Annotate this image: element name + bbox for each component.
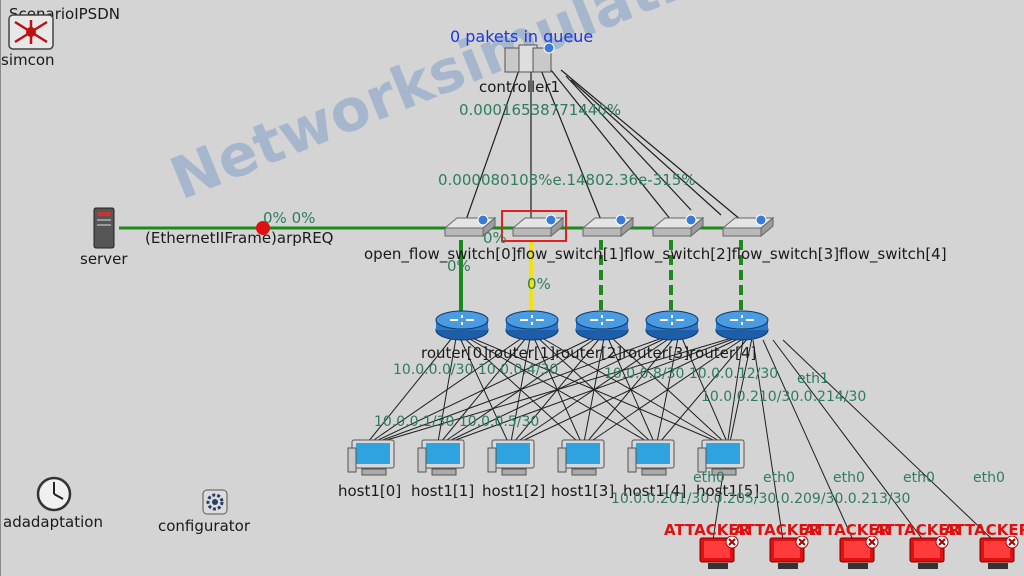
mesh-link-4-1 [449, 337, 737, 443]
server-link-pct: 0% 0% [263, 209, 316, 227]
simcon-label: simcon [1, 51, 55, 69]
router-icon-4[interactable] [714, 310, 770, 346]
switch-labels: open_flow_switch[0]flow_switch[1]flow_sw… [364, 245, 947, 263]
attacker-link-2 [762, 339, 854, 541]
attacker-icon-2[interactable] [836, 535, 882, 576]
host-icon-3[interactable] [556, 438, 612, 482]
switch-icon-0[interactable] [441, 212, 497, 244]
controller-link-0 [465, 69, 520, 221]
switch-icon-1[interactable] [509, 212, 565, 244]
attacker-label-2: ATTACKER [804, 521, 891, 539]
attacker-link-3 [772, 339, 924, 541]
adaptation-clock-icon[interactable] [34, 474, 74, 518]
controller-link-4 [560, 69, 742, 221]
controller-link-label-upper: 0.00016538771440% [459, 101, 622, 119]
controller-server-icon[interactable] [501, 42, 561, 80]
switch-icon-3[interactable] [649, 212, 705, 244]
host-eth-label-1: eth0 [763, 470, 795, 486]
configurator-label: configurator [158, 517, 250, 535]
router-link-label-4: 10.0.0.1/30 10.0.0.5/30 [374, 414, 540, 430]
mesh-link-4-5 [729, 337, 753, 443]
mesh-link-0-0 [367, 337, 453, 443]
switch-pct-a: 0% [483, 229, 507, 247]
router-host-mesh [367, 337, 753, 443]
message-label: (EthernetIIFrame)arpREQ [145, 229, 334, 247]
queue-status: 0 pakets in queue [450, 27, 594, 46]
router-link-label-0: 10.0.0.0/30 10.0.0.4/30 [393, 362, 559, 378]
controller-link-2 [540, 69, 602, 221]
mesh-link-4-2 [519, 337, 741, 443]
host-label-3: host1[3] [551, 482, 615, 500]
router-icon-2[interactable] [574, 310, 630, 346]
mesh-link-4-0 [379, 337, 733, 443]
attacker-icon-3[interactable] [906, 535, 952, 576]
host-ip-labels: 10.0.0.201/30.0.205/30.0.209/30.0.213/30 [611, 491, 911, 507]
attacker-label-1: ATTACKER [734, 521, 821, 539]
switch-pct-b: 0% [447, 257, 471, 275]
router-attacker-links [712, 339, 994, 541]
attacker-label-3: ATTACKER [874, 521, 961, 539]
router-link-label-3: 10.0.0.210/30.0.214/30 [701, 389, 867, 405]
attacker-link-4 [782, 339, 994, 541]
attacker-link-1 [752, 339, 784, 541]
configurator-gear-icon[interactable] [201, 488, 229, 520]
attacker-icon-4[interactable] [976, 535, 1022, 576]
host-icon-5[interactable] [696, 438, 752, 482]
mesh-link-2-0 [373, 337, 593, 443]
switch-router-links [459, 240, 743, 312]
switch-icon-2[interactable] [579, 212, 635, 244]
router-link-label-2: eth1 [797, 371, 829, 387]
host-icon-4[interactable] [626, 438, 682, 482]
router-icon-1[interactable] [504, 310, 560, 346]
selected-switch-frame [501, 210, 567, 242]
attacker-icon-0[interactable] [696, 535, 742, 576]
router-link-label-1: 10.0.0.8/30 10.0.0.12/30 [604, 366, 779, 382]
mesh-link-4-4 [659, 337, 749, 443]
mesh-link-4-3 [589, 337, 745, 443]
controller-link-3 [550, 69, 672, 221]
controller-label: controller1 [479, 78, 561, 96]
controller-link-label-lower: 0.000080108%e.14802.36e-315% [438, 171, 696, 189]
switch-icon-4[interactable] [719, 212, 775, 244]
server-icon[interactable] [93, 207, 115, 253]
host-icon-2[interactable] [486, 438, 542, 482]
host-icon-1[interactable] [416, 438, 472, 482]
controller-link-6 [570, 79, 722, 216]
host-eth-label-4: eth0 [973, 470, 1005, 486]
adaptation-label: adadaptation [3, 513, 103, 531]
server-label: server [80, 250, 128, 268]
controller-links [465, 69, 742, 221]
host-eth-label-0: eth0 [693, 470, 725, 486]
mesh-link-3-0 [376, 337, 663, 443]
host-label-5: host1[5] [696, 482, 760, 500]
attacker-icon-1[interactable] [766, 535, 812, 576]
attacker-label-0: ATTACKER [664, 521, 751, 539]
attacker-label-4: ATTACKER [944, 521, 1024, 539]
host-icon-0[interactable] [346, 438, 402, 482]
host-label-2: host1[2] [482, 482, 546, 500]
router-icon-0[interactable] [434, 310, 490, 346]
host-label-1: host1[1] [411, 482, 475, 500]
simcon-icon[interactable] [7, 14, 55, 56]
message-dot [256, 221, 270, 235]
host-eth-label-3: eth0 [903, 470, 935, 486]
router-labels: router[0]router[1]router[2]router[3]rout… [421, 344, 757, 362]
host-label-4: host1[4] [623, 482, 687, 500]
host-eth-label-2: eth0 [833, 470, 865, 486]
host-label-0: host1[0] [338, 482, 402, 500]
controller-link-5 [565, 75, 692, 211]
router-icon-3[interactable] [644, 310, 700, 346]
switch-pct-c: 0% [527, 275, 551, 293]
mesh-link-1-0 [370, 337, 523, 443]
